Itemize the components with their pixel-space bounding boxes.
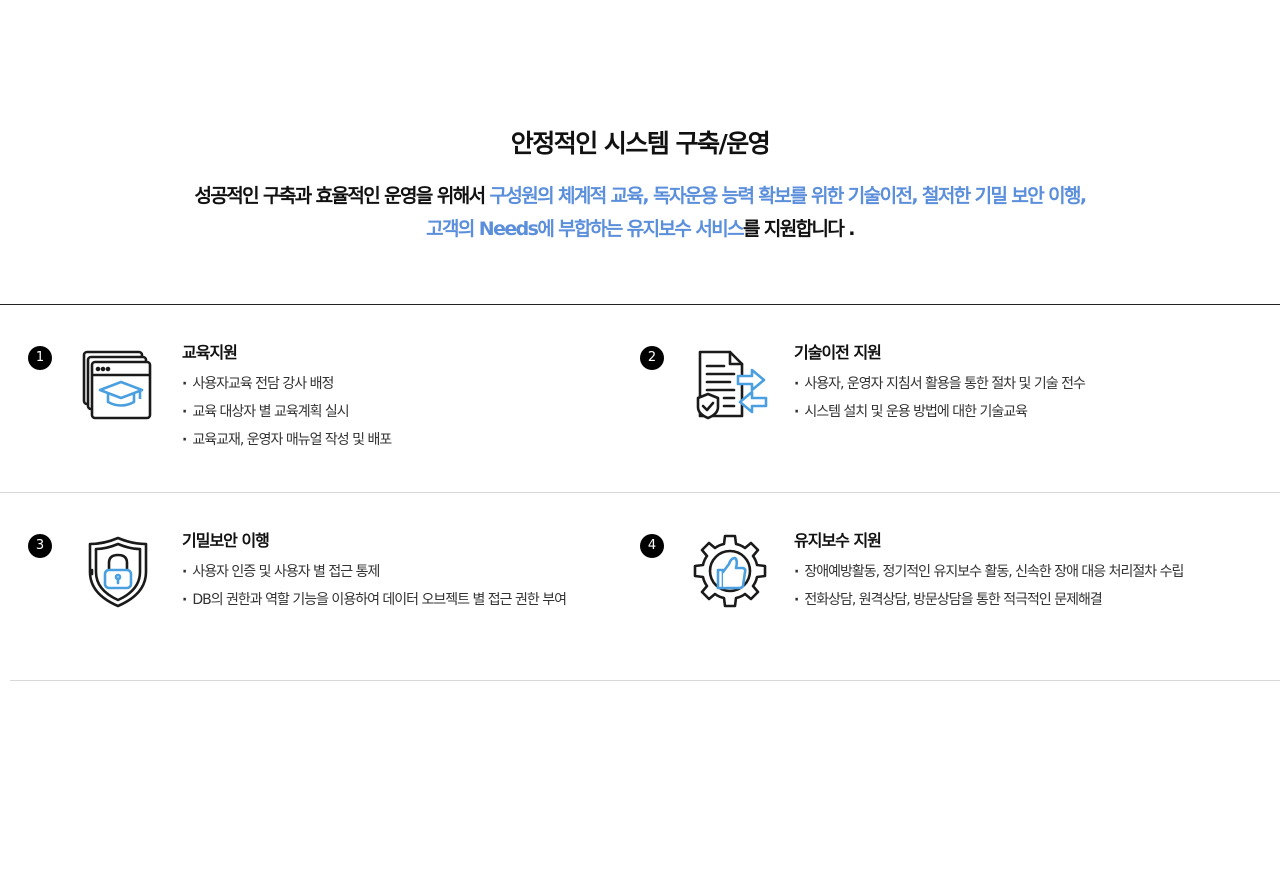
service-education: 1 교육지원 사용자교육 전담 강사 배정 교육 대상자 별 교육계획 실시 교… [28,343,648,476]
service-title: 유지보수 지원 [794,531,882,550]
service-number: 4 [640,534,664,558]
service-bullet-list: 장애예방활동, 정기적인 유지보수 활동, 신속한 장애 대응 처리절차 수립 … [794,558,1264,614]
intro-tail: 를 지원합니다 . [742,218,856,240]
divider-bottom [10,680,1280,681]
intro-highlight-1: 구성원의 체계적 교육, 독자운용 능력 확보를 위한 기술이전, 철저한 기밀… [489,185,1087,207]
service-maintenance: 4 유지보수 지원 장애예방활동, 정기적인 유지보수 활동, 신속한 장애 대… [640,531,1260,664]
service-bullet-list: 사용자 인증 및 사용자 별 접근 통제 DB의 권한과 역할 기능을 이용하여… [182,558,652,614]
service-tech-transfer: 2 기술이전 지원 사용자, 운영자 지침서 활용을 통한 절차 및 기술 전수… [640,343,1260,476]
document-transfer-icon [690,342,770,422]
page-title: 안정적인 시스템 구축/운영 [510,129,771,158]
service-number: 1 [28,346,52,370]
service-bullet: 사용자교육 전담 강사 배정 [182,370,652,398]
service-bullet: 장애예방활동, 정기적인 유지보수 활동, 신속한 장애 대응 처리절차 수립 [794,558,1264,586]
service-title: 교육지원 [182,343,238,362]
service-title: 기밀보안 이행 [182,531,270,550]
service-bullet: 교육교재, 운영자 매뉴얼 작성 및 배포 [182,426,652,454]
service-number: 3 [28,534,52,558]
gear-thumbs-up-icon [690,530,770,610]
service-bullet-list: 사용자교육 전담 강사 배정 교육 대상자 별 교육계획 실시 교육교재, 운영… [182,370,652,454]
service-title: 기술이전 지원 [794,343,882,362]
service-bullet: 사용자 인증 및 사용자 별 접근 통제 [182,558,652,586]
service-bullet: 전화상담, 원격상담, 방문상담을 통한 적극적인 문제해결 [794,586,1264,614]
intro-highlight-2: 고객의 Needs에 부합하는 유지보수 서비스 [426,218,744,240]
service-bullet: DB의 권한과 역할 기능을 이용하여 데이터 오브젝트 별 접근 권한 부여 [182,586,652,614]
service-bullet: 시스템 설치 및 운용 방법에 대한 기술교육 [794,398,1264,426]
intro-description: 성공적인 구축과 효율적인 운영을 위해서 구성원의 체계적 교육, 독자운용 … [90,180,1190,246]
intro-lead: 성공적인 구축과 효율적인 운영을 위해서 [194,185,490,207]
service-bullet: 교육 대상자 별 교육계획 실시 [182,398,652,426]
service-security: 3 기밀보안 이행 사용자 인증 및 사용자 별 접근 통제 DB의 권한과 역… [28,531,648,664]
service-number: 2 [640,346,664,370]
service-bullet: 사용자, 운영자 지침서 활용을 통한 절차 및 기술 전수 [794,370,1264,398]
education-browser-icon [78,342,158,422]
shield-lock-icon [78,530,158,610]
divider-middle [0,492,1280,493]
service-bullet-list: 사용자, 운영자 지침서 활용을 통한 절차 및 기술 전수 시스템 설치 및 … [794,370,1264,426]
divider-top [0,304,1280,305]
